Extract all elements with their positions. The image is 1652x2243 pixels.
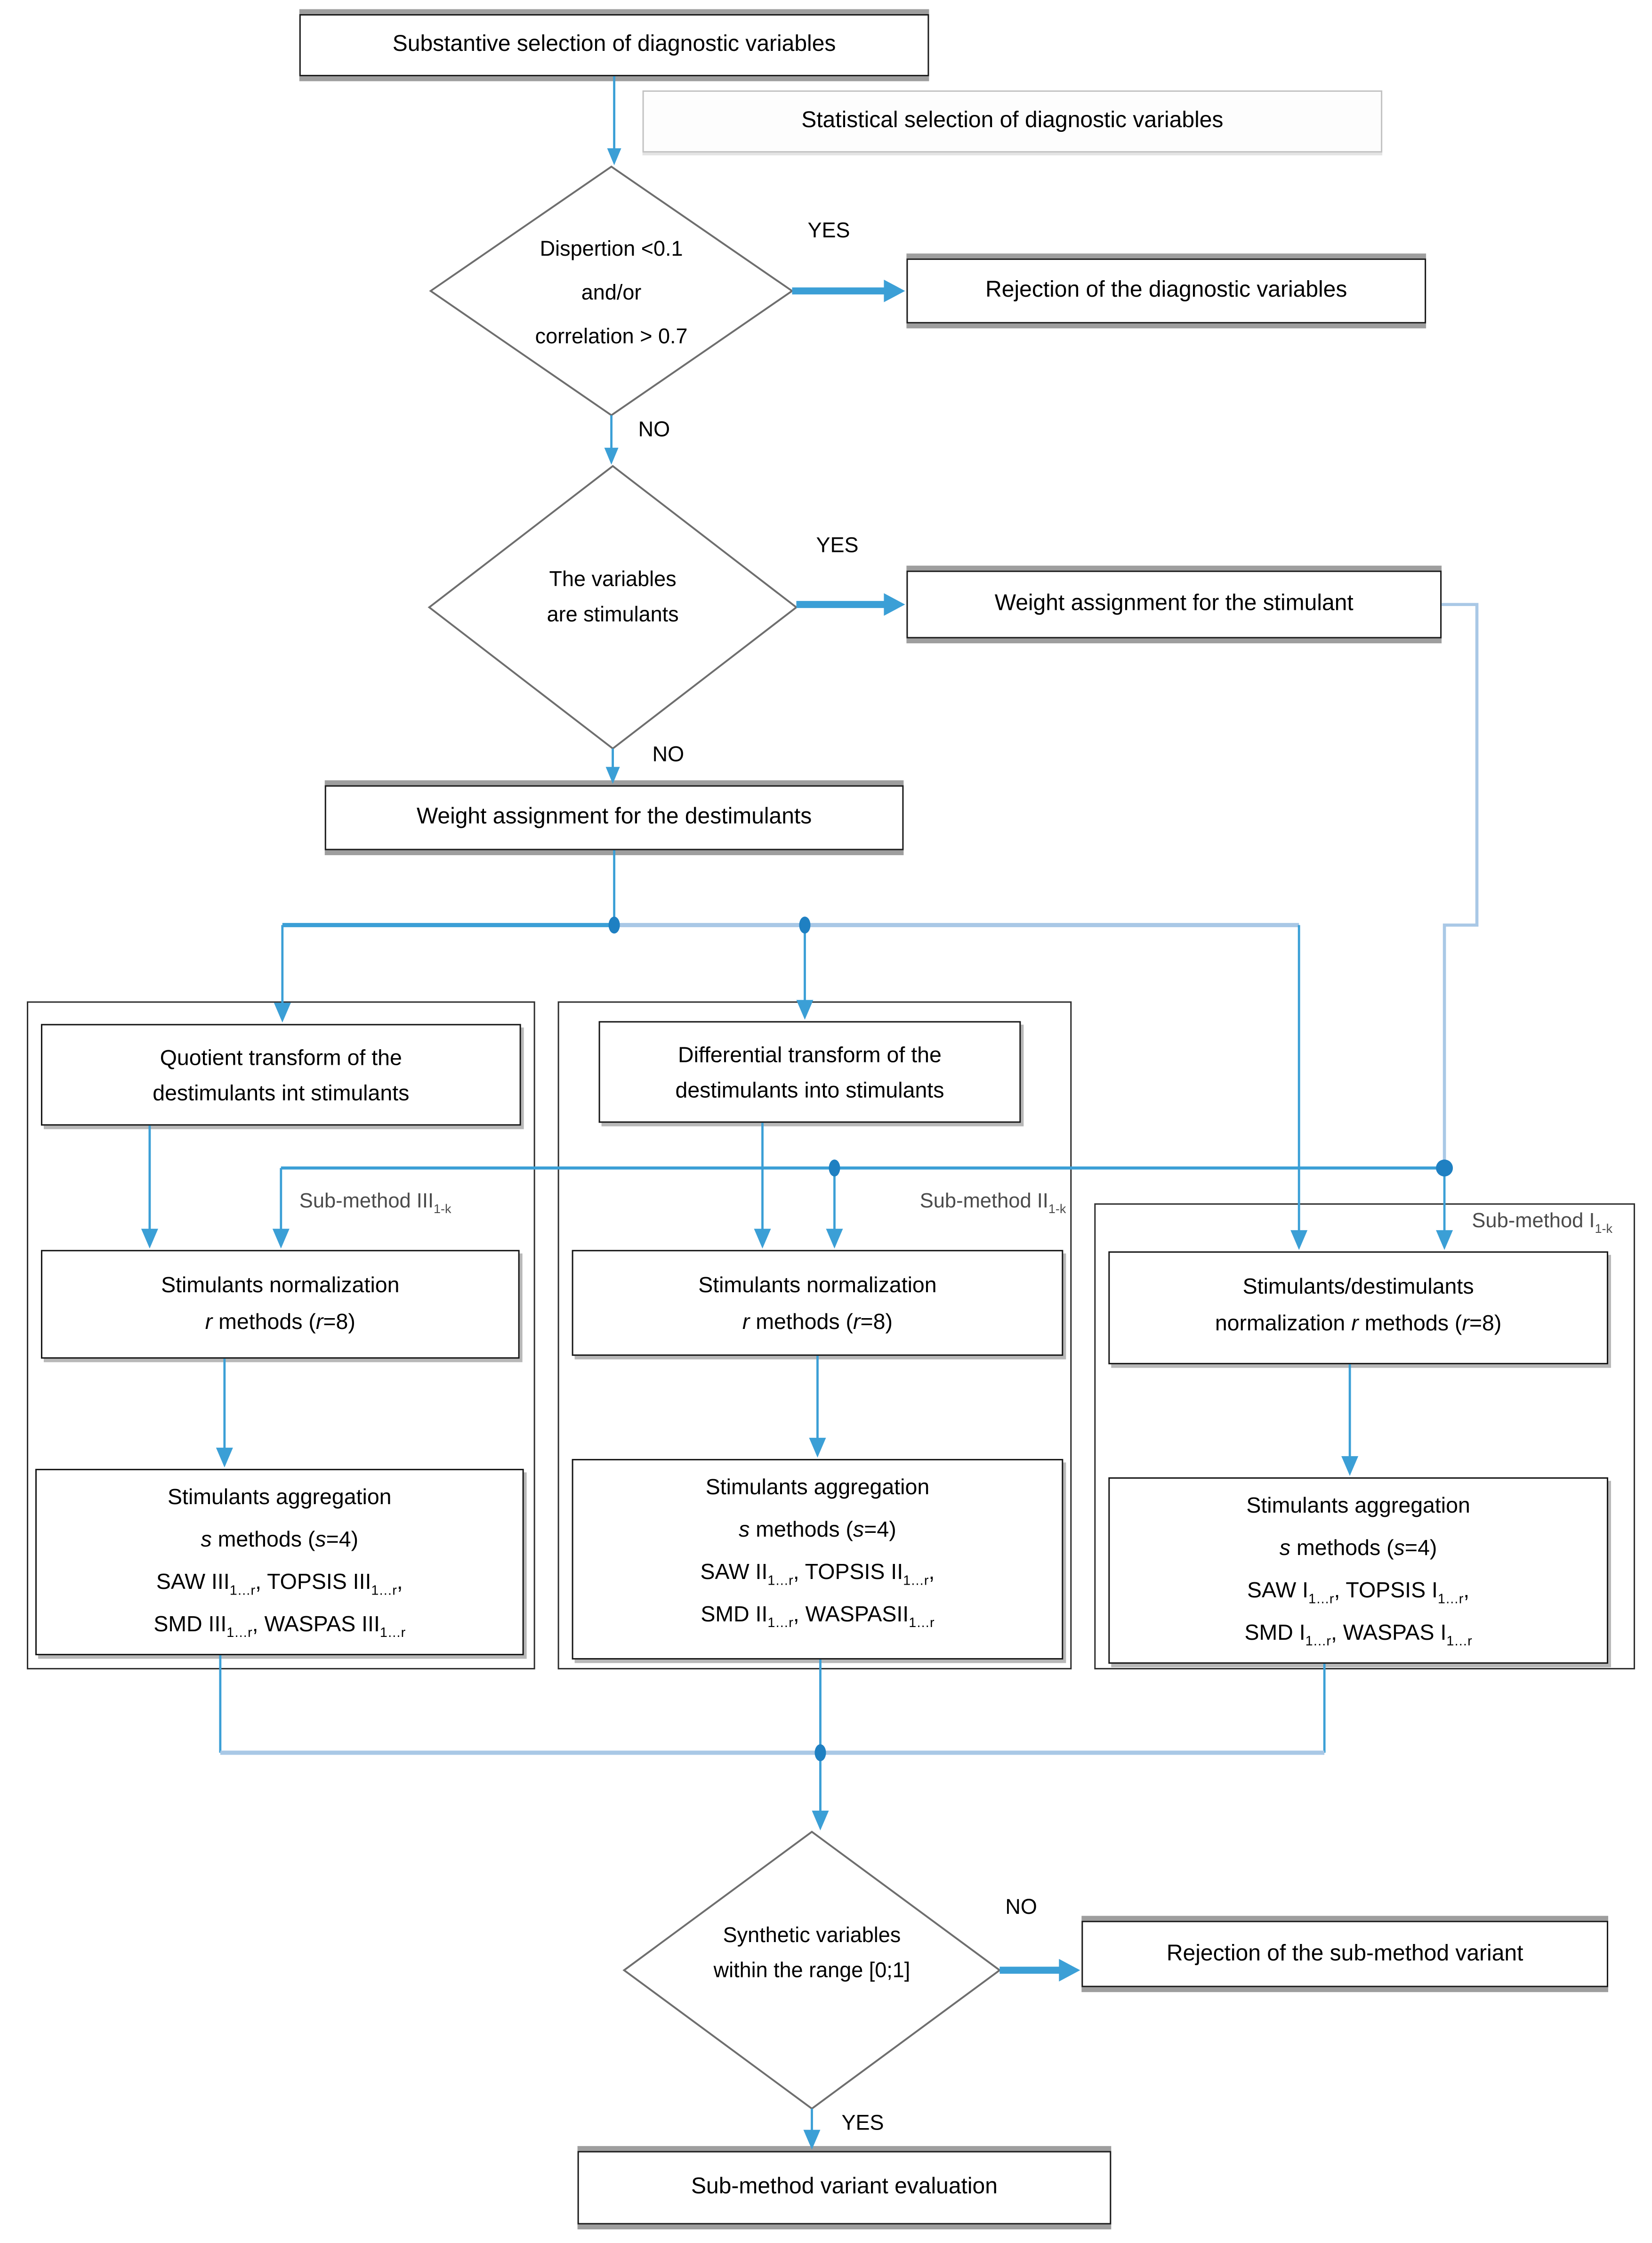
node-line: destimulants into stimulants bbox=[675, 1079, 944, 1103]
junction-branch-middle bbox=[799, 916, 811, 934]
node-submethod-variant-evaluation: Sub-method variant evaluation bbox=[577, 2151, 1112, 2225]
node-rejection-diagnostic-variables: Rejection of the diagnostic variables bbox=[906, 258, 1426, 324]
node-label: Weight assignment for the stimulant bbox=[994, 591, 1354, 616]
decision-line: and/or bbox=[581, 281, 642, 305]
group-submethod-ii bbox=[557, 1001, 1072, 1669]
node-line: Stimulants aggregation bbox=[168, 1486, 392, 1510]
decision-line: The variables bbox=[549, 567, 677, 592]
edge-range-yes-evaluation bbox=[803, 2108, 821, 2150]
edge-stimulants-no-destimulants bbox=[605, 748, 620, 784]
node-stimulants-aggregation-ii: Stimulants aggregation s methods (s=4) S… bbox=[572, 1459, 1064, 1660]
node-weight-destimulants: Weight assignment for the destimulants bbox=[324, 785, 904, 850]
label-submethod-i: Sub-method I1-k bbox=[1472, 1210, 1612, 1236]
edge-substantive-to-dispersion bbox=[607, 76, 621, 165]
node-statistical-selection: Statistical selection of diagnostic vari… bbox=[642, 90, 1383, 153]
junction-collector bbox=[814, 1744, 826, 1761]
group-submethod-iii bbox=[26, 1001, 535, 1669]
node-line: r methods (r=8) bbox=[742, 1311, 893, 1335]
node-line: s methods (s=4) bbox=[739, 1518, 896, 1543]
node-line: Stimulants/destimulants bbox=[1242, 1275, 1474, 1300]
label-yes-range: YES bbox=[841, 2111, 884, 2136]
edge-dispersion-yes-reject bbox=[792, 279, 905, 302]
node-line: Stimulants normalization bbox=[161, 1274, 400, 1298]
node-line: SAW II1…r, TOPSIS II1…r, bbox=[700, 1561, 935, 1589]
node-line: Quotient transform of the bbox=[160, 1046, 402, 1071]
node-stimulants-aggregation-i: Stimulants aggregation s methods (s=4) S… bbox=[1108, 1477, 1608, 1664]
node-differential-transform: Differential transform of the destimulan… bbox=[598, 1021, 1021, 1123]
node-label: Weight assignment for the destimulants bbox=[416, 805, 812, 829]
node-weight-stimulant: Weight assignment for the stimulant bbox=[906, 570, 1442, 639]
node-label: Sub-method variant evaluation bbox=[691, 2175, 998, 2199]
node-rejection-submethod-variant: Rejection of the sub-method variant bbox=[1081, 1920, 1608, 1987]
node-label: Statistical selection of diagnostic vari… bbox=[801, 108, 1224, 133]
decision-line: are stimulants bbox=[547, 603, 679, 627]
node-line: SAW I1…r, TOPSIS I1…r, bbox=[1247, 1579, 1470, 1608]
decision-range-text: Synthetic variables within the range [0;… bbox=[643, 1918, 982, 1989]
edge-stimulant-feed bbox=[1436, 603, 1479, 1250]
node-line: r methods (r=8) bbox=[205, 1311, 355, 1335]
label-yes-dispersion: YES bbox=[807, 219, 850, 243]
node-line: destimulants int stimulants bbox=[153, 1082, 410, 1106]
group-submethod-i bbox=[1094, 1203, 1635, 1669]
node-label: Rejection of the sub-method variant bbox=[1166, 1941, 1523, 1966]
decision-stimulants-text: The variables are stimulants bbox=[472, 562, 754, 633]
node-stimulants-normalization-ii: Stimulants normalization r methods (r=8) bbox=[572, 1250, 1064, 1356]
node-line: Stimulants aggregation bbox=[1246, 1494, 1470, 1519]
edge-collector bbox=[219, 1655, 1326, 1830]
decision-dispersion-text: Dispertion <0.1 and/or correlation > 0.7 bbox=[470, 227, 753, 359]
label-yes-stimulants: YES bbox=[816, 534, 859, 558]
node-line: SMD I1…r, WASPAS I1…r bbox=[1244, 1621, 1472, 1650]
decision-line: Synthetic variables bbox=[723, 1923, 901, 1948]
node-stimulants-normalization-iii: Stimulants normalization r methods (r=8) bbox=[40, 1250, 520, 1359]
node-substantive-selection: Substantive selection of diagnostic vari… bbox=[299, 14, 929, 76]
label-no-range: NO bbox=[1005, 1895, 1037, 1919]
junction-branch-center bbox=[608, 916, 620, 934]
node-label: Substantive selection of diagnostic vari… bbox=[392, 32, 836, 57]
node-line: Differential transform of the bbox=[678, 1044, 942, 1068]
label-submethod-iii: Sub-method III1-k bbox=[299, 1190, 451, 1216]
decision-line: within the range [0;1] bbox=[713, 1959, 911, 1983]
node-stimulants-aggregation-iii: Stimulants aggregation s methods (s=4) S… bbox=[35, 1469, 524, 1655]
junction-submethod-right bbox=[1436, 1159, 1453, 1177]
decision-line: correlation > 0.7 bbox=[535, 324, 688, 349]
node-normalization-i: Stimulants/destimulants normalization r … bbox=[1108, 1251, 1608, 1365]
node-label: Rejection of the diagnostic variables bbox=[985, 278, 1347, 302]
node-line: SAW III1…r, TOPSIS III1…r, bbox=[156, 1570, 403, 1599]
node-line: SMD II1…r, WASPASII1…r bbox=[701, 1603, 935, 1632]
node-line: normalization r methods (r=8) bbox=[1215, 1312, 1502, 1336]
node-line: SMD III1…r, WASPAS III1…r bbox=[153, 1612, 406, 1642]
node-quotient-transform: Quotient transform of the destimulants i… bbox=[40, 1024, 521, 1126]
node-line: s methods (s=4) bbox=[1279, 1537, 1437, 1561]
edge-dispersion-no-stimulants bbox=[604, 415, 619, 465]
edge-range-no-reject bbox=[999, 1959, 1080, 1982]
node-line: Stimulants aggregation bbox=[705, 1476, 930, 1500]
label-submethod-ii: Sub-method II1-k bbox=[919, 1190, 1066, 1216]
decision-line: Dispertion <0.1 bbox=[540, 237, 683, 261]
edge-destimulants-branch bbox=[282, 850, 1299, 927]
node-line: Stimulants normalization bbox=[698, 1274, 937, 1298]
edge-stimulants-yes-weight bbox=[796, 593, 905, 616]
label-no-dispersion: NO bbox=[638, 418, 670, 442]
node-line: s methods (s=4) bbox=[201, 1528, 359, 1553]
label-no-stimulants: NO bbox=[652, 743, 685, 767]
edge-branch-to-norm-i bbox=[1290, 925, 1308, 1250]
